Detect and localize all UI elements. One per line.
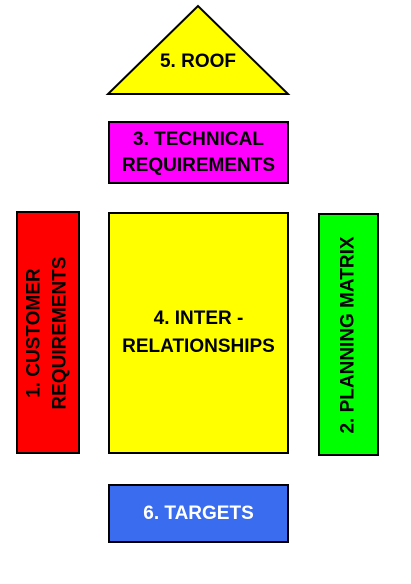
targets-label: 6. TARGETS (143, 501, 254, 527)
customer-requirements-label: 1. CUSTOMER REQUIREMENTS (22, 256, 74, 409)
roof-shape (105, 4, 291, 95)
customer-requirements-block: 1. CUSTOMER REQUIREMENTS (16, 211, 80, 454)
technical-requirements-line-2: REQUIREMENTS (121, 154, 276, 176)
planning-matrix-line-1: 2. PLANNING MATRIX (337, 235, 359, 434)
interrelationships-line-2: RELATIONSHIPS (122, 336, 275, 357)
technical-requirements-label: 3. TECHNICAL REQUIREMENTS (122, 127, 275, 179)
targets-line-1: 6. TARGETS (143, 502, 254, 524)
technical-requirements-line-1: 3. TECHNICAL (133, 128, 264, 150)
interrelationships-line-1: 4. INTER - (153, 308, 244, 329)
customer-requirements-line-2: REQUIREMENTS (50, 255, 72, 410)
planning-matrix-label: 2. PLANNING MATRIX (336, 236, 362, 433)
interrelationships-label: 4. INTER - RELATIONSHIPS (122, 305, 275, 361)
interrelationships-block: 4. INTER - RELATIONSHIPS (108, 212, 289, 454)
technical-requirements-block: 3. TECHNICAL REQUIREMENTS (108, 121, 289, 184)
customer-requirements-line-1: 1. CUSTOMER (24, 267, 46, 398)
roof-label: 5. ROOF (159, 51, 236, 72)
roof-triangle (105, 4, 291, 95)
targets-block: 6. TARGETS (108, 484, 289, 543)
planning-matrix-block: 2. PLANNING MATRIX (318, 213, 379, 456)
